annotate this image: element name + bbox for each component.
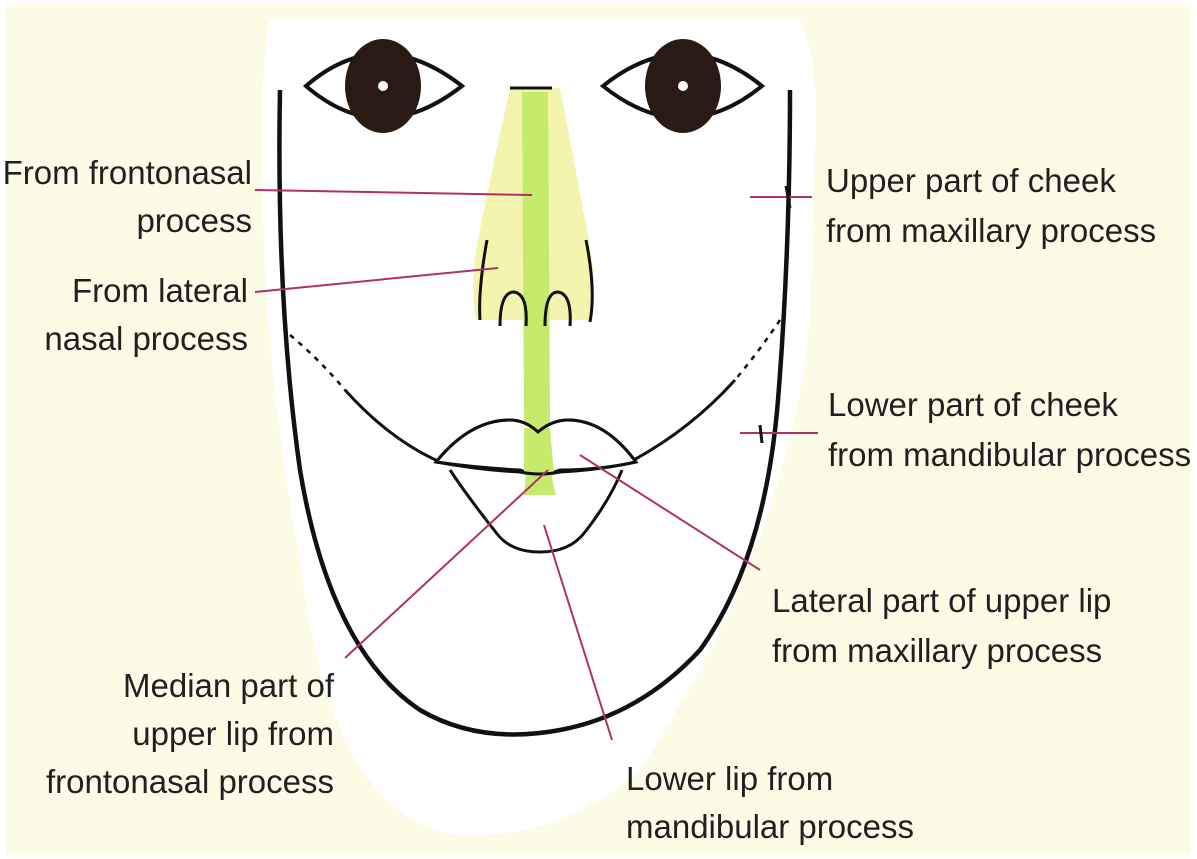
label-lateral-nasal-line1: From lateral <box>72 272 248 309</box>
label-upper-cheek-line2: from maxillary process <box>826 212 1156 249</box>
label-upper-cheek-line1: Upper part of cheek <box>826 162 1116 199</box>
label-lower-lip-line1: Lower lip from <box>626 760 833 797</box>
label-median-upper-lip-line1: Median part of <box>123 667 335 704</box>
median-stripe-lip <box>524 428 554 475</box>
label-lateral-upper-lip-line2: from maxillary process <box>772 632 1102 669</box>
label-lower-lip-line2: mandibular process <box>626 808 914 845</box>
label-lower-cheek-line1: Lower part of cheek <box>828 386 1118 423</box>
label-lateral-upper-lip-line1: Lateral part of upper lip <box>772 582 1111 619</box>
label-median-upper-lip-line2: upper lip from <box>132 715 334 752</box>
label-lateral-nasal-line2: nasal process <box>44 320 248 357</box>
tick-lower-cheek <box>760 425 762 443</box>
label-lower-cheek-line2: from mandibular process <box>828 436 1191 473</box>
label-frontonasal-line1: From frontonasal <box>3 154 252 191</box>
label-frontonasal-line2: process <box>136 202 252 239</box>
label-median-upper-lip-line3: frontonasal process <box>46 763 334 800</box>
